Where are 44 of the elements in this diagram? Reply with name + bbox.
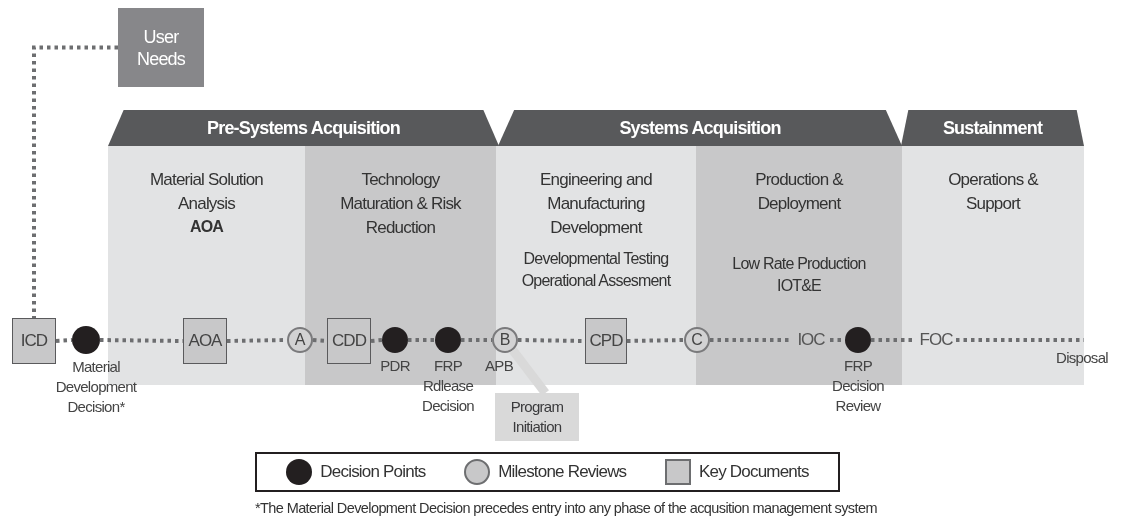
legend-text: Decision Points: [320, 462, 426, 482]
point-label: FRP Rdlease Decision: [421, 356, 475, 416]
need-box: User Needs: [118, 8, 204, 87]
phase-title: Production & Deployment: [754, 169, 845, 215]
decision-point: [382, 327, 408, 353]
dotted-connector: [99, 338, 184, 343]
document-box: CDD: [327, 318, 371, 364]
callout-box: Program Initiation: [495, 393, 579, 441]
dotted-connector: [710, 338, 792, 342]
document-box: ICD: [12, 318, 56, 364]
footnote: *The Material Development Decision precedes entry into any phase of the acqusition management system: [255, 500, 877, 516]
document-box: AOA: [183, 318, 227, 364]
decision-point: [435, 327, 461, 353]
phase-title: Technology Maturation & Risk Reduction: [339, 169, 463, 239]
milestone-text: FOC: [916, 328, 956, 352]
decision-point: [72, 326, 100, 354]
header-text: Pre-Systems Acquisition: [207, 117, 400, 139]
legend-text: Key Documents: [699, 462, 809, 482]
dotted-connector: [370, 338, 383, 343]
point-label: Material Development Decision*: [54, 357, 138, 417]
header-text: Sustainment: [942, 117, 1043, 139]
dotted-connector: [32, 45, 118, 318]
point-label: PDR: [379, 356, 411, 376]
dotted-connector: [408, 338, 435, 342]
phase-header: [108, 110, 499, 146]
point-label: FRP Decision Review: [831, 356, 885, 416]
phase-activity: Low Rate Production IOT&E: [731, 254, 867, 296]
phase-title: Engineering and Manufacturing Development: [539, 169, 653, 239]
point-label: APB: [484, 356, 514, 376]
end-label: Disposal: [1056, 349, 1108, 366]
legend-text: Milestone Reviews: [498, 462, 627, 482]
dotted-connector: [55, 338, 73, 343]
phase-header: [498, 110, 902, 146]
phase-header: [901, 110, 1084, 146]
dotted-connector: [626, 338, 685, 343]
header-text: Systems Acquisition: [619, 117, 781, 139]
dotted-connector: [461, 338, 492, 342]
phase-title: Material Solution Analysis: [149, 169, 264, 215]
milestone-text: IOC: [792, 328, 830, 352]
phase-activity: AOA: [189, 217, 224, 237]
document-box: CPD: [585, 318, 627, 364]
phase-activity: Developmental Testing Operational Assesment: [520, 249, 672, 291]
phase-title: Operations & Support: [947, 169, 1040, 215]
decision-point: [845, 327, 871, 353]
